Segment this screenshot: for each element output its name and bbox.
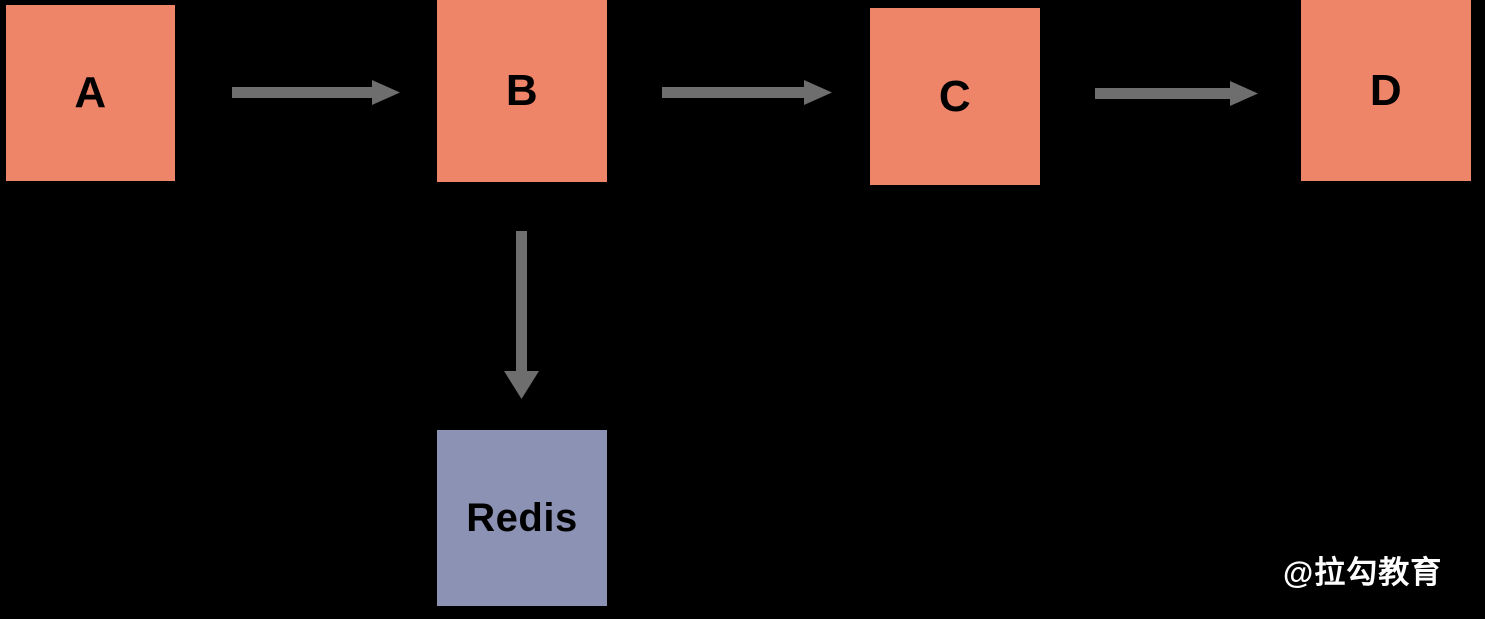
node-a[interactable]: A — [6, 5, 175, 181]
node-c[interactable]: C — [870, 8, 1040, 185]
node-b[interactable]: B — [437, 0, 607, 182]
node-d-label: D — [1369, 65, 1403, 115]
node-redis-label: Redis — [466, 496, 578, 540]
arrow-a-to-b — [232, 80, 400, 105]
node-c-label: C — [938, 71, 972, 121]
arrow-b-to-c — [662, 80, 832, 105]
node-d[interactable]: D — [1301, 0, 1471, 181]
arrow-b-to-redis — [504, 231, 539, 399]
node-b-label: B — [505, 66, 539, 115]
arrow-c-to-d — [1095, 81, 1258, 106]
node-redis[interactable]: Redis — [437, 430, 607, 606]
node-a-label: A — [74, 68, 107, 117]
watermark: @拉勾教育 — [1283, 555, 1443, 590]
